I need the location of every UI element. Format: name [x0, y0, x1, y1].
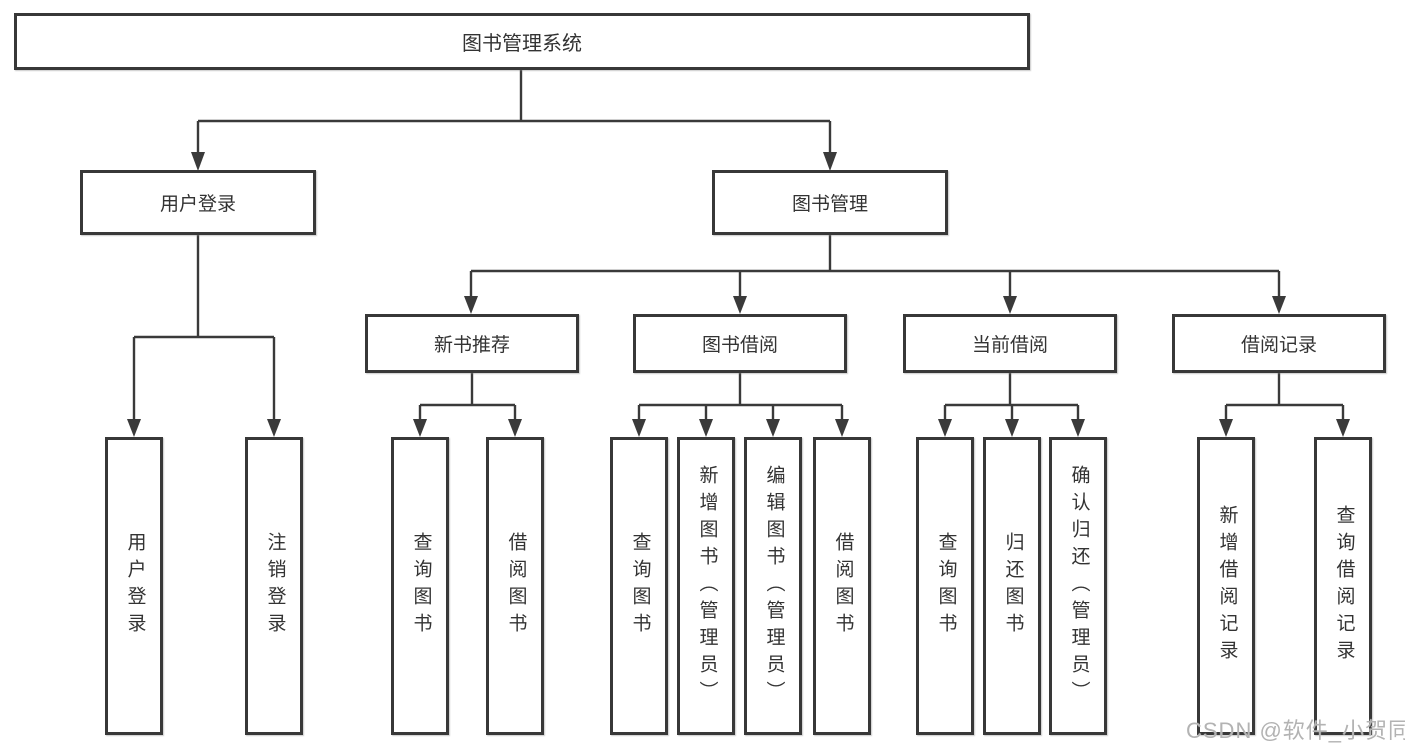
- leaf-current-confirm-return-admin-label: 确认归还（管理员）: [1068, 464, 1090, 708]
- node-system: 图书管理系统: [14, 13, 1030, 70]
- leaf-borrow-edit-books-admin: 编辑图书（管理员）: [744, 437, 802, 735]
- node-user-login: 用户登录: [80, 170, 316, 235]
- connector-records-to-leaves: [1219, 372, 1350, 437]
- node-book-manage-label: 图书管理: [791, 194, 868, 215]
- leaf-current-return-books: 归还图书: [983, 437, 1041, 735]
- connector-borrow-to-leaves: [632, 372, 849, 437]
- node-new-book-recommend: 新书推荐: [365, 314, 579, 373]
- leaf-records-add-record-label: 新增借阅记录: [1216, 505, 1238, 667]
- leaf-logout: 注销登录: [245, 437, 303, 735]
- leaf-logout-label: 注销登录: [264, 532, 286, 640]
- connector-login-to-leaves: [127, 235, 281, 437]
- leaf-current-confirm-return-admin: 确认归还（管理员）: [1049, 437, 1107, 735]
- connector-manage-to-level3: [464, 235, 1286, 314]
- node-new-book-recommend-label: 新书推荐: [433, 335, 510, 356]
- connector-recommend-to-leaves: [413, 372, 522, 437]
- node-system-label: 图书管理系统: [462, 33, 582, 55]
- leaf-records-query-record-label: 查询借阅记录: [1333, 505, 1355, 667]
- leaf-borrow-add-books-admin: 新增图书（管理员）: [677, 437, 735, 735]
- leaf-recommend-query-books-label: 查询图书: [410, 532, 432, 640]
- leaf-recommend-borrow-books: 借阅图书: [486, 437, 544, 735]
- leaf-borrow-borrow-books: 借阅图书: [813, 437, 871, 735]
- node-book-borrow: 图书借阅: [633, 314, 847, 373]
- leaf-current-query-books: 查询图书: [916, 437, 974, 735]
- leaf-records-add-record: 新增借阅记录: [1197, 437, 1255, 735]
- node-current-borrow-label: 当前借阅: [971, 335, 1048, 356]
- leaf-user-login-label: 用户登录: [124, 532, 146, 640]
- leaf-borrow-borrow-books-label: 借阅图书: [832, 532, 854, 640]
- leaf-borrow-query-books-label: 查询图书: [629, 532, 651, 640]
- leaf-recommend-borrow-books-label: 借阅图书: [505, 532, 527, 640]
- leaf-recommend-query-books: 查询图书: [391, 437, 449, 735]
- node-book-borrow-label: 图书借阅: [701, 335, 778, 356]
- leaf-borrow-add-books-admin-label: 新增图书（管理员）: [696, 464, 718, 708]
- node-borrow-records-label: 借阅记录: [1240, 335, 1317, 356]
- node-borrow-records: 借阅记录: [1172, 314, 1386, 373]
- node-book-manage: 图书管理: [712, 170, 948, 235]
- leaf-borrow-query-books: 查询图书: [610, 437, 668, 735]
- leaf-current-return-books-label: 归还图书: [1002, 532, 1024, 640]
- csdn-watermark: CSDN @软件_小贺同学: [1186, 718, 1405, 743]
- node-current-borrow: 当前借阅: [903, 314, 1117, 373]
- leaf-borrow-edit-books-admin-label: 编辑图书（管理员）: [763, 464, 785, 708]
- connector-current-to-leaves: [938, 372, 1085, 437]
- leaf-user-login: 用户登录: [105, 437, 163, 735]
- connector-root-to-level2: [191, 70, 837, 171]
- leaf-current-query-books-label: 查询图书: [935, 532, 957, 640]
- leaf-records-query-record: 查询借阅记录: [1314, 437, 1372, 735]
- node-user-login-label: 用户登录: [159, 194, 236, 215]
